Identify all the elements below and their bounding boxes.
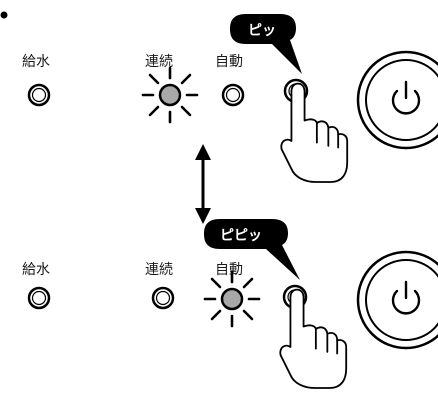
label-water: 給水	[22, 54, 50, 70]
led-water[interactable]	[27, 83, 51, 107]
led-auto[interactable]	[221, 83, 245, 107]
speech-bubble-beep: ピッ	[230, 14, 302, 74]
up-down-arrow-icon	[195, 144, 211, 224]
corner-dot	[0, 11, 8, 19]
led-continuous[interactable]	[151, 286, 175, 310]
panel-1: 給水 連続 自動 ピッ	[22, 14, 438, 183]
power-button[interactable]	[356, 250, 438, 350]
pointing-hand-icon	[279, 288, 348, 389]
beep-text: ピッ	[248, 23, 276, 39]
beep-text: ピピッ	[220, 228, 262, 244]
label-auto: 自動	[215, 54, 243, 70]
speech-bubble-beep: ピピッ	[204, 219, 300, 280]
panel-2: 給水 連続 自動 ピピッ	[22, 219, 438, 389]
label-auto: 自動	[215, 262, 243, 278]
led-continuous-lit[interactable]	[141, 66, 199, 124]
label-water: 給水	[22, 262, 50, 278]
label-continuous: 連続	[145, 261, 173, 278]
pointing-hand-icon	[280, 82, 349, 183]
led-auto-lit[interactable]	[203, 270, 261, 328]
label-continuous: 連続	[145, 53, 173, 70]
led-water[interactable]	[27, 286, 51, 310]
power-button[interactable]	[356, 50, 438, 150]
